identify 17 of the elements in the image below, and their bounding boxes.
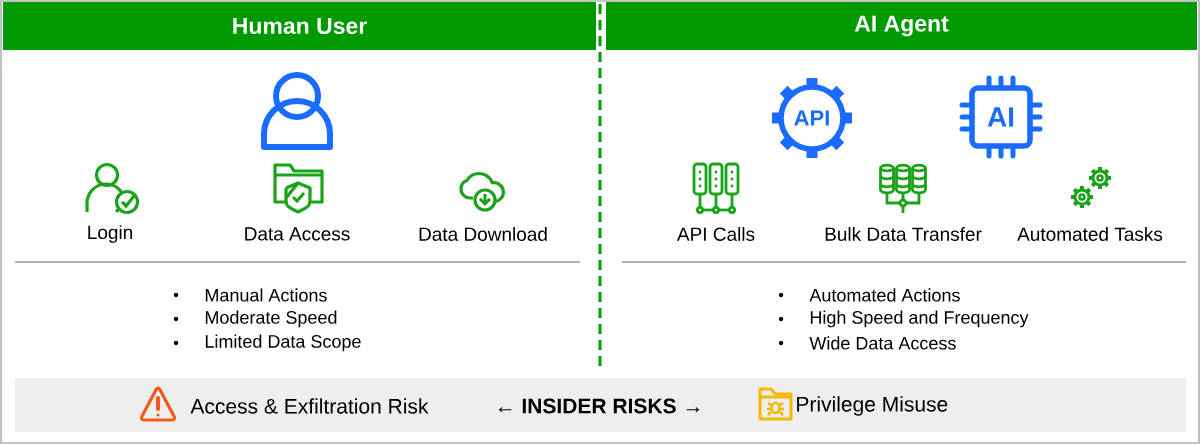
bullet-text: Manual Actions	[205, 288, 327, 302]
header-band: AI Agent	[606, 2, 1197, 50]
bullet-text: High Speed and Frequency	[810, 310, 1029, 328]
bullet-text: Moderate Speed	[205, 310, 337, 328]
risk-text: Privilege Misuse	[797, 396, 948, 416]
risk-text: Access & Exfiltration Risk	[190, 398, 429, 414]
bullet-text: Automated Actions	[809, 288, 960, 302]
icon-caption: API Calls	[676, 227, 755, 241]
bullet-text: Wide Data Access	[809, 336, 956, 350]
icon-caption: Data Access	[245, 227, 350, 241]
bullet-text: Limited Data Scope	[205, 334, 361, 352]
icon-caption: Data Download	[419, 227, 547, 241]
header-band: Human User	[3, 2, 596, 50]
banner-title: ← INSIDER RISKS →	[498, 398, 700, 414]
icon-caption: Login	[88, 225, 133, 243]
icon-caption: Automated Tasks	[1017, 227, 1163, 241]
icon-caption: Bulk Data Transfer	[825, 227, 982, 241]
